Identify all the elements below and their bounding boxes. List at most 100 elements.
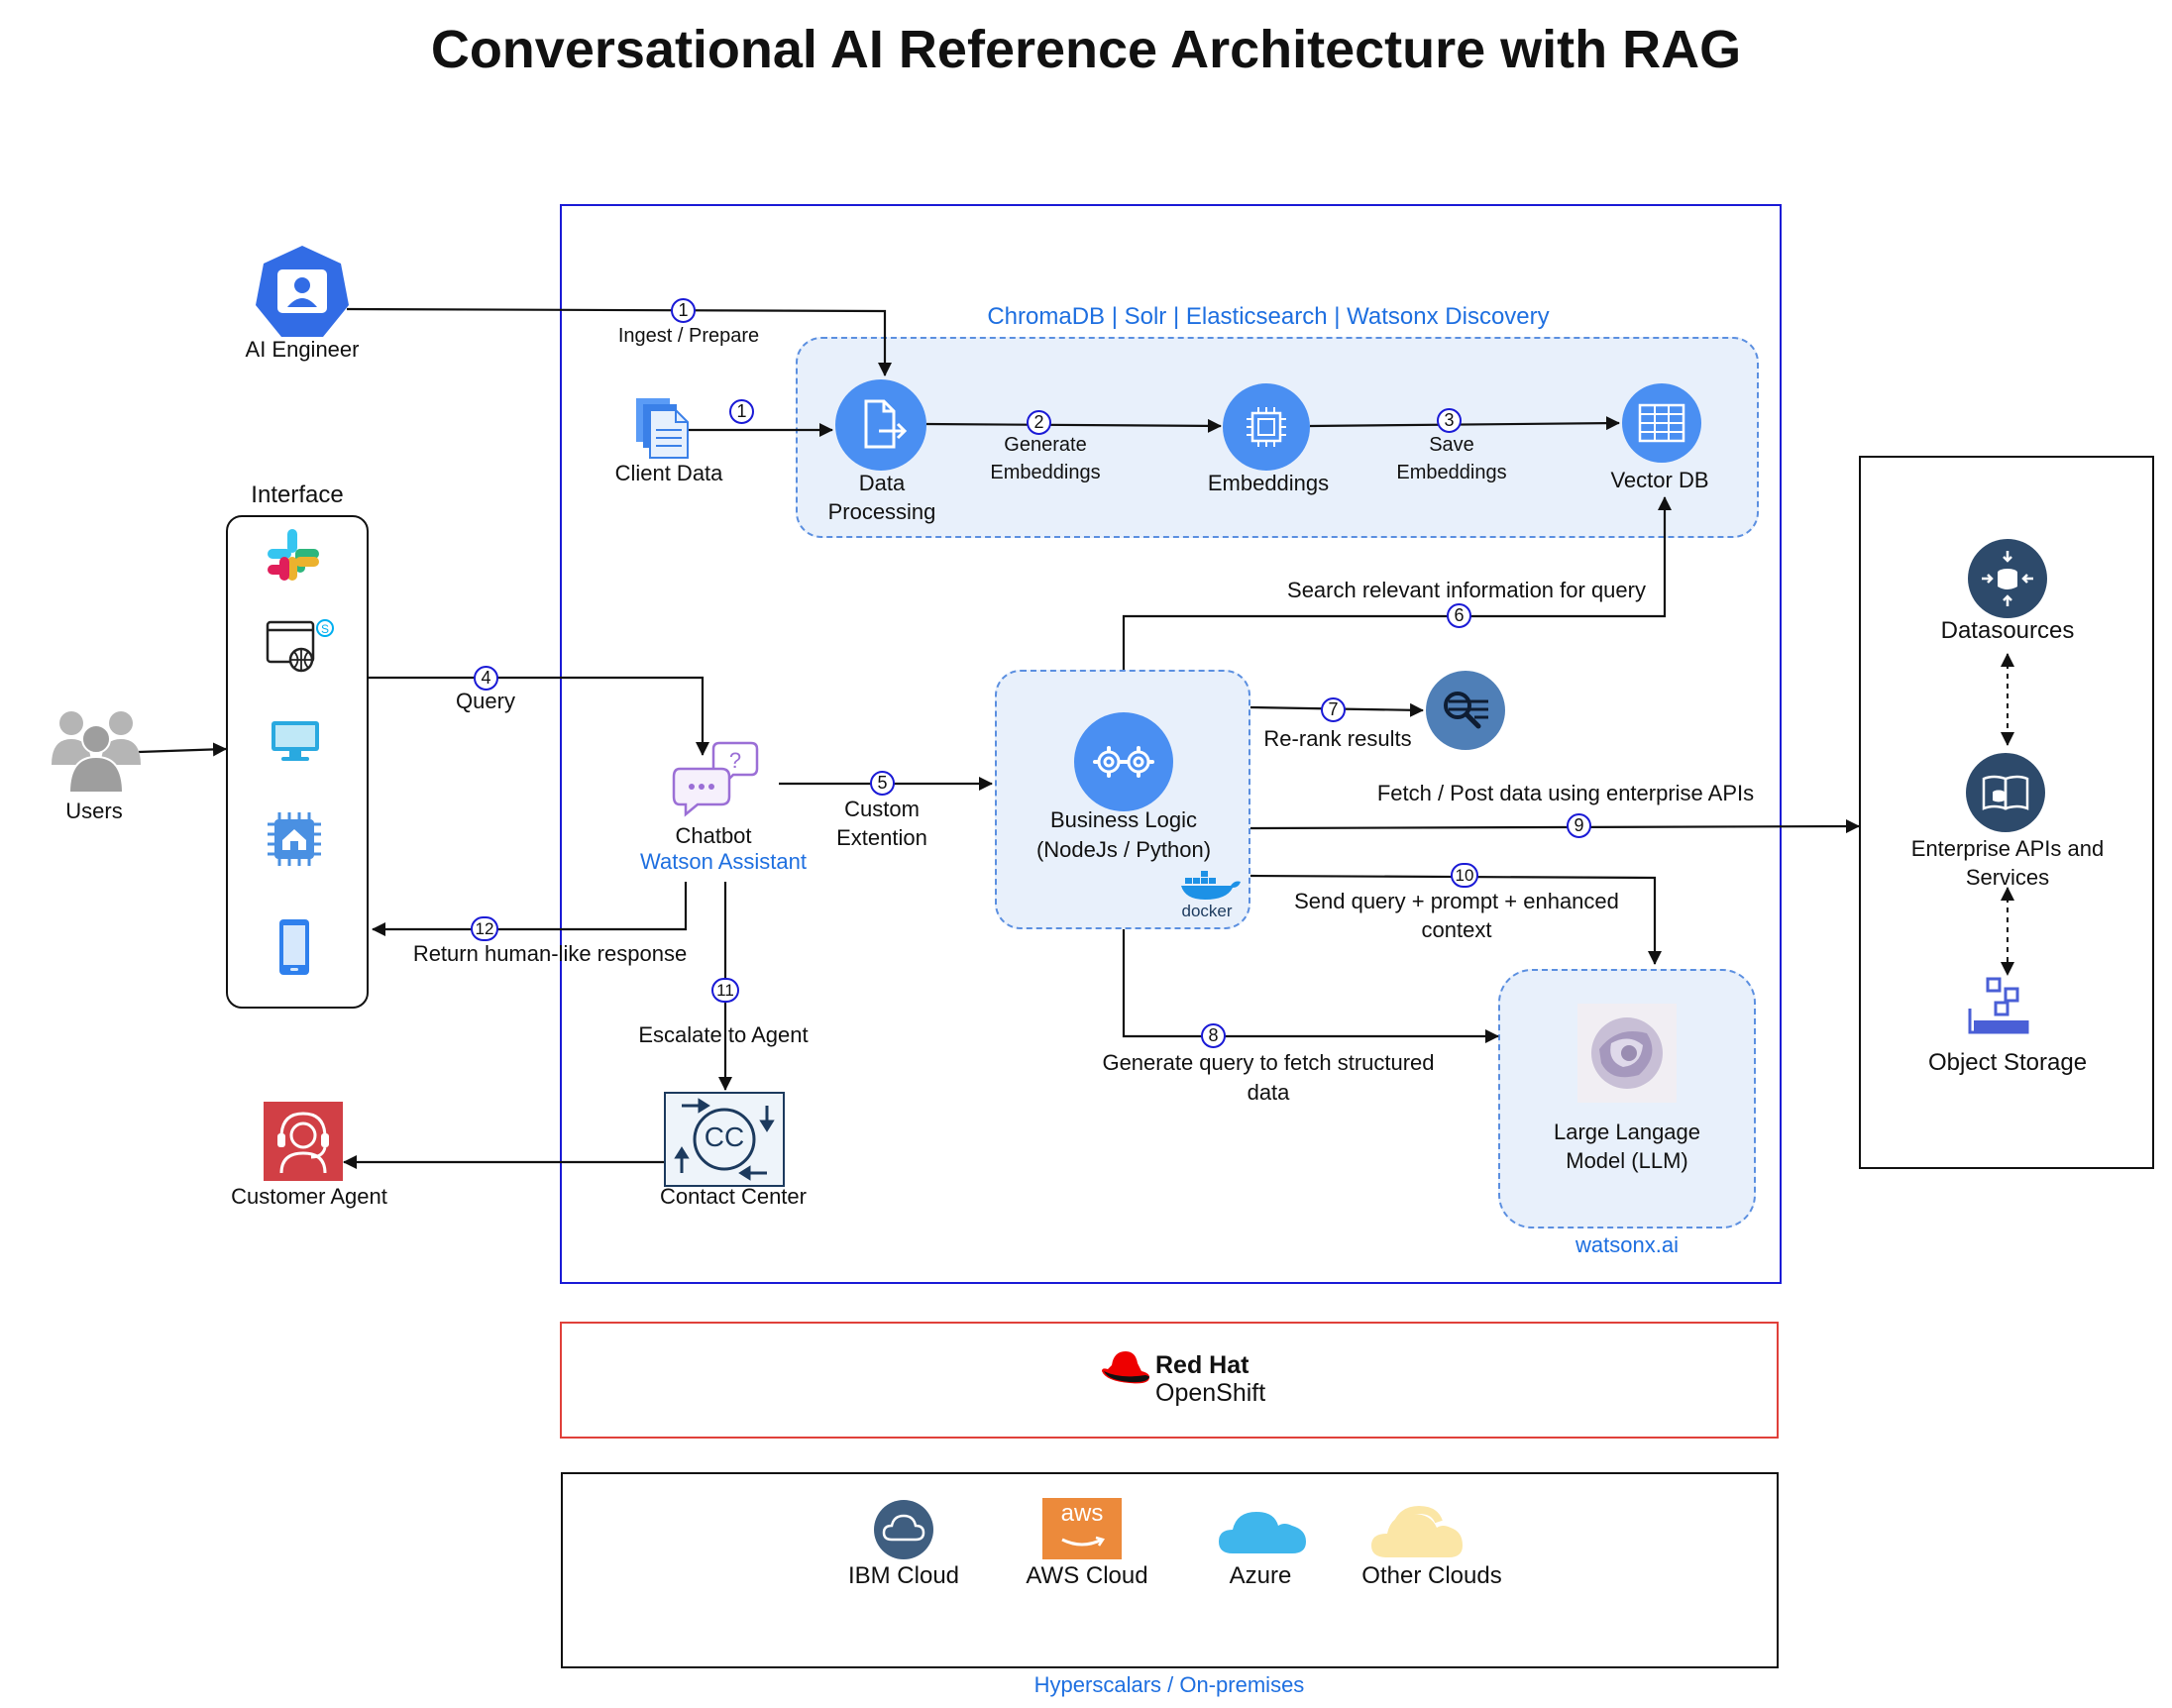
step-label-send-query-1: Send query + prompt + enhanced: [1294, 889, 1619, 913]
step-badge-9: 9: [1567, 813, 1591, 838]
contact-center-glyph: CC: [704, 1121, 745, 1152]
step-label-custom-extention-1: Custom: [844, 797, 920, 821]
step-label-return-response: Return human-like response: [412, 941, 688, 966]
datasources-label: Datasources: [1940, 617, 2075, 644]
vector-group-title: ChromaDB | Solr | Elasticsearch | Watson…: [987, 303, 1550, 330]
chatbot-label: Chatbot: [675, 823, 752, 848]
datasources-icon: [1968, 539, 2047, 623]
step-label-ingest: Ingest / Prepare: [617, 325, 760, 347]
edge-business-logic-to-llm-structured: [1122, 929, 1499, 1043]
edge-business-logic-to-vector-db: [1122, 496, 1672, 670]
business-logic-label-1: Business Logic: [1050, 807, 1197, 832]
llm-model-icon: [1577, 1004, 1677, 1108]
step-badge-6: 6: [1447, 603, 1471, 628]
llm-label-2: Model (LLM): [1566, 1148, 1688, 1173]
chatbot-sublabel: Watson Assistant: [640, 849, 807, 874]
slack-icon: [266, 527, 321, 587]
step-badge-10: 10: [1451, 863, 1478, 888]
azure-icon: [1217, 1508, 1308, 1562]
interface-panel: [226, 515, 369, 1009]
step-label-structured-2: data: [1247, 1080, 1290, 1105]
edge-embeddings-to-vector-db: [1309, 416, 1620, 431]
step-label-query: Query: [456, 689, 515, 713]
data-processing-label-1: Data: [858, 471, 906, 495]
step-badge-4: 4: [474, 666, 498, 691]
chatbot-icon: ?: [672, 739, 759, 823]
step-label-enterprise-apis: Fetch / Post data using enterprise APIs: [1376, 781, 1755, 805]
step-label-structured-1: Generate query to fetch structured: [1102, 1050, 1435, 1075]
svg-text:?: ?: [729, 748, 741, 773]
ai-engineer-label: AI Engineer: [245, 337, 360, 362]
step-label-search-relevant: Search relevant information for query: [1287, 578, 1646, 602]
azure-label: Azure: [1229, 1562, 1292, 1589]
step-label-save-embeddings-1: Save: [1429, 434, 1474, 456]
docker-icon: [1179, 870, 1245, 910]
step-label-save-embeddings-2: Embeddings: [1396, 462, 1507, 483]
enterprise-apis-icon: [1966, 753, 2045, 837]
edge-business-logic-to-llm: [1249, 874, 1662, 965]
embeddings-label: Embeddings: [1207, 471, 1330, 495]
openshift-product: OpenShift: [1155, 1379, 1266, 1407]
vector-db-label: Vector DB: [1610, 468, 1709, 492]
ibm-cloud-icon: [874, 1500, 933, 1564]
step-label-rerank: Re-rank results: [1263, 726, 1412, 751]
edge-users-to-interface: [138, 742, 227, 757]
platform-boundary: [560, 204, 1782, 1284]
openshift-band: [560, 1322, 1779, 1439]
step-badge-11: 11: [711, 978, 739, 1003]
contact-center-label: Contact Center: [660, 1184, 807, 1209]
interface-title: Interface: [251, 481, 344, 508]
step-badge-3: 3: [1437, 408, 1462, 433]
enterprise-apis-label-2: Services: [1965, 865, 2050, 890]
users-label: Users: [65, 799, 123, 823]
step-badge-1-ingest: 1: [671, 298, 696, 323]
customer-agent-icon: [264, 1102, 343, 1186]
step-label-custom-extention-2: Extention: [836, 825, 927, 850]
step-badge-1-client-data: 1: [729, 399, 754, 424]
step-label-escalate: Escalate to Agent: [638, 1022, 809, 1047]
step-badge-8: 8: [1201, 1023, 1226, 1048]
hyperscalers-caption: Hyperscalars / On-premises: [1033, 1672, 1305, 1697]
aws-icon: [1042, 1498, 1122, 1564]
other-clouds-label: Other Clouds: [1361, 1562, 1502, 1589]
embeddings-icon: [1223, 383, 1310, 476]
enterprise-apis-label-1: Enterprise APIs and: [1910, 836, 2105, 861]
data-processing-label-2: Processing: [827, 499, 936, 524]
object-storage-icon: [1968, 975, 2031, 1043]
edge-ai-engineer-to-data-processing: [346, 307, 892, 376]
data-processing-icon: [835, 379, 926, 476]
openshift-brand: Red Hat: [1155, 1351, 1249, 1379]
step-badge-2: 2: [1027, 410, 1051, 435]
ai-engineer-icon: [256, 244, 349, 342]
llm-group-label: watsonx.ai: [1575, 1232, 1679, 1257]
aws-logo-text: aws: [1060, 1500, 1104, 1527]
docker-wordmark: docker: [1181, 902, 1233, 920]
contact-center-icon: [664, 1092, 785, 1192]
llm-label-1: Large Langage: [1553, 1120, 1701, 1144]
step-badge-7: 7: [1321, 697, 1346, 722]
desktop-monitor-icon: [270, 719, 321, 768]
customer-agent-label: Customer Agent: [231, 1184, 387, 1209]
aws-cloud-label: AWS Cloud: [1026, 1562, 1148, 1589]
svg-text:S: S: [321, 622, 329, 636]
step-label-generate-embeddings-2: Embeddings: [990, 462, 1101, 483]
ibm-cloud-label: IBM Cloud: [847, 1562, 960, 1589]
diagram-title: Conversational AI Reference Architecture…: [430, 20, 1742, 79]
iot-device-icon: [266, 810, 323, 873]
edge-business-logic-to-enterprise-apis: [1249, 819, 1860, 834]
vector-db-icon: [1622, 383, 1701, 468]
step-label-send-query-2: context: [1421, 917, 1492, 942]
edge-chatbot-to-interface-response: [372, 882, 688, 936]
hyperscalers-band: [561, 1472, 1779, 1668]
step-badge-12: 12: [471, 916, 498, 941]
redhat-hat-icon: [1100, 1347, 1151, 1392]
business-logic-icon: [1074, 712, 1173, 816]
rerank-search-icon: [1425, 670, 1506, 756]
client-data-label: Client Data: [614, 461, 723, 485]
users-icon: [50, 705, 143, 800]
business-logic-label-2: (NodeJs / Python): [1035, 837, 1212, 862]
object-storage-label: Object Storage: [1927, 1049, 2088, 1076]
mobile-phone-icon: [277, 917, 311, 982]
step-badge-5: 5: [870, 771, 895, 796]
